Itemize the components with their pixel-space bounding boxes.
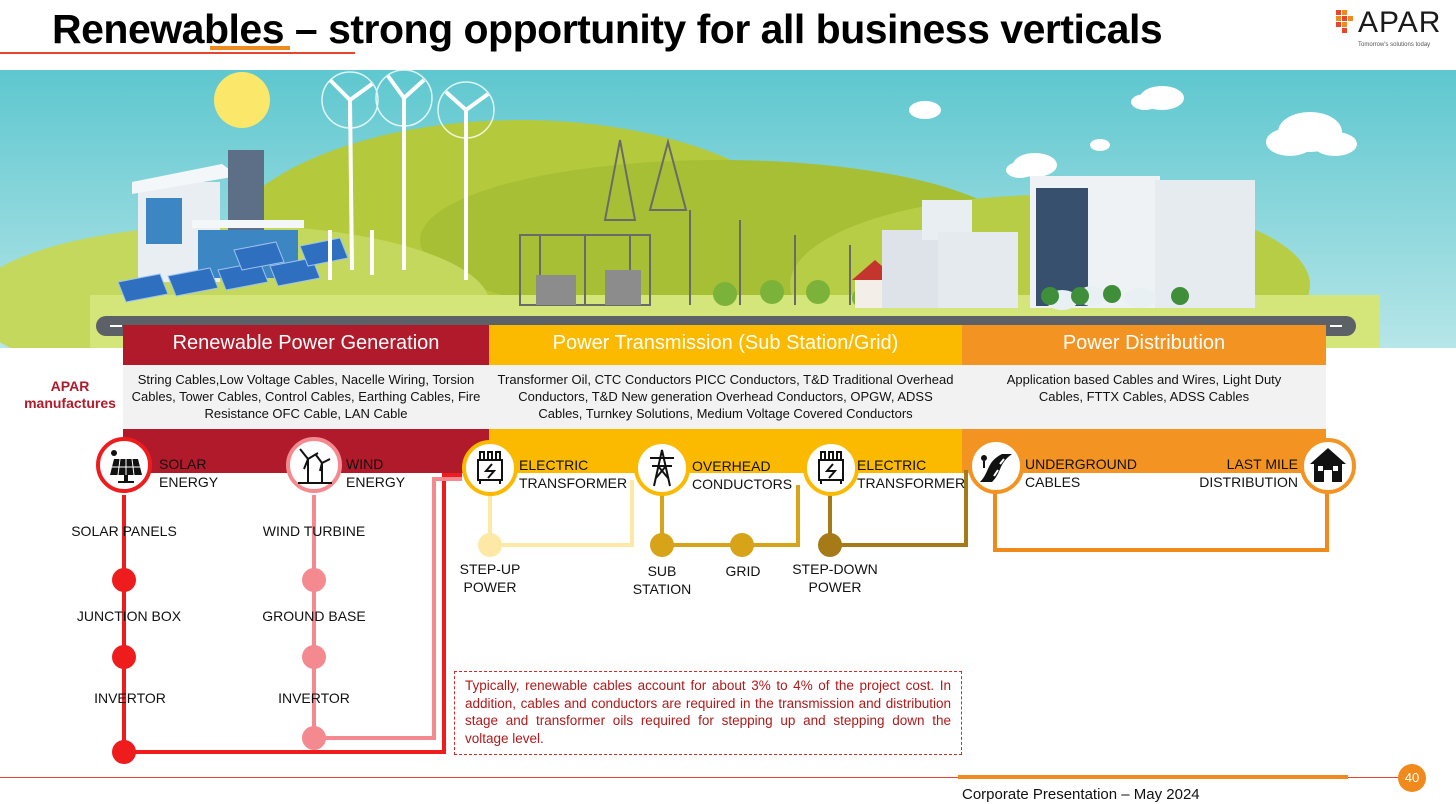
page-title: Renewables – strong opportunity for all … bbox=[52, 6, 1163, 52]
transmission-products: Transformer Oil, CTC Conductors PICC Con… bbox=[489, 365, 962, 429]
transformer2-node bbox=[803, 440, 859, 496]
solar-step-label: SOLAR PANELS bbox=[71, 523, 177, 539]
wind-step-label: WIND TURBINE bbox=[262, 523, 366, 539]
transformer1-node bbox=[462, 440, 518, 496]
grid-label: GRID bbox=[725, 563, 761, 579]
wind-node bbox=[286, 437, 342, 493]
lastmile-node bbox=[1300, 438, 1356, 494]
overhead-node bbox=[634, 440, 690, 496]
transmission-tower-icon bbox=[650, 449, 674, 487]
road-icon bbox=[980, 454, 1012, 482]
wind-step-label: INVERTOR bbox=[278, 690, 350, 706]
footer-text: Corporate Presentation – May 2024 bbox=[962, 786, 1200, 803]
step-down-power-label: STEP-DOWN POWER bbox=[792, 561, 878, 595]
transformer-icon bbox=[818, 451, 844, 484]
footer-accent-bar bbox=[958, 775, 1348, 779]
distribution-header: Power Distribution bbox=[962, 325, 1326, 365]
title-underline bbox=[0, 52, 355, 54]
footer-rule bbox=[0, 777, 1400, 778]
wind-step-label: GROUND BASE bbox=[262, 608, 366, 624]
sub-station-label: SUB STATION bbox=[632, 563, 692, 597]
house-icon bbox=[1310, 448, 1346, 482]
underground-node-label: UNDERGROUND CABLES bbox=[1025, 456, 1137, 490]
step-up-power-label: STEP-UP POWER bbox=[459, 561, 521, 595]
wind-turbine-icon bbox=[298, 448, 332, 484]
page-number: 40 bbox=[1398, 764, 1426, 792]
solar-step-label: INVERTOR bbox=[94, 690, 166, 706]
transformer2-node-label: ELECTRIC TRANSFORMER bbox=[857, 457, 966, 491]
logo-tagline: Tomorrow's solutions today bbox=[1358, 42, 1431, 48]
apar-logo: APAR Tomorrow's solutions today bbox=[1336, 6, 1446, 56]
cost-note: Typically, renewable cables account for … bbox=[454, 671, 962, 755]
energy-landscape-illustration bbox=[0, 70, 1456, 348]
transmission-header: Power Transmission (Sub Station/Grid) bbox=[489, 325, 962, 365]
solar-node bbox=[96, 437, 152, 493]
overhead-node-label: OVERHEAD CONDUCTORS bbox=[692, 458, 793, 492]
solar-node-label: SOLAR ENERGY bbox=[159, 456, 219, 490]
wind-node-label: WIND ENERGY bbox=[346, 456, 406, 490]
title-accent-bar bbox=[210, 46, 290, 50]
transformer1-node-label: ELECTRIC TRANSFORMER bbox=[519, 457, 628, 491]
distribution-products: Application based Cables and Wires, Ligh… bbox=[962, 365, 1326, 429]
logo-name: APAR bbox=[1358, 6, 1442, 39]
generation-products: String Cables,Low Voltage Cables, Nacell… bbox=[123, 365, 489, 429]
solar-step-label: JUNCTION BOX bbox=[76, 608, 182, 624]
underground-node bbox=[968, 438, 1024, 494]
logo-mark-icon bbox=[1336, 10, 1353, 33]
lastmile-node-label: LAST MILE DISTRIBUTION bbox=[1199, 456, 1298, 490]
transmission-node-bar bbox=[489, 429, 962, 473]
generation-header: Renewable Power Generation bbox=[123, 325, 489, 365]
solar-panel-icon bbox=[110, 450, 142, 483]
transformer-icon bbox=[477, 451, 503, 484]
apar-manufactures-label: APAR manufactures bbox=[24, 378, 116, 411]
